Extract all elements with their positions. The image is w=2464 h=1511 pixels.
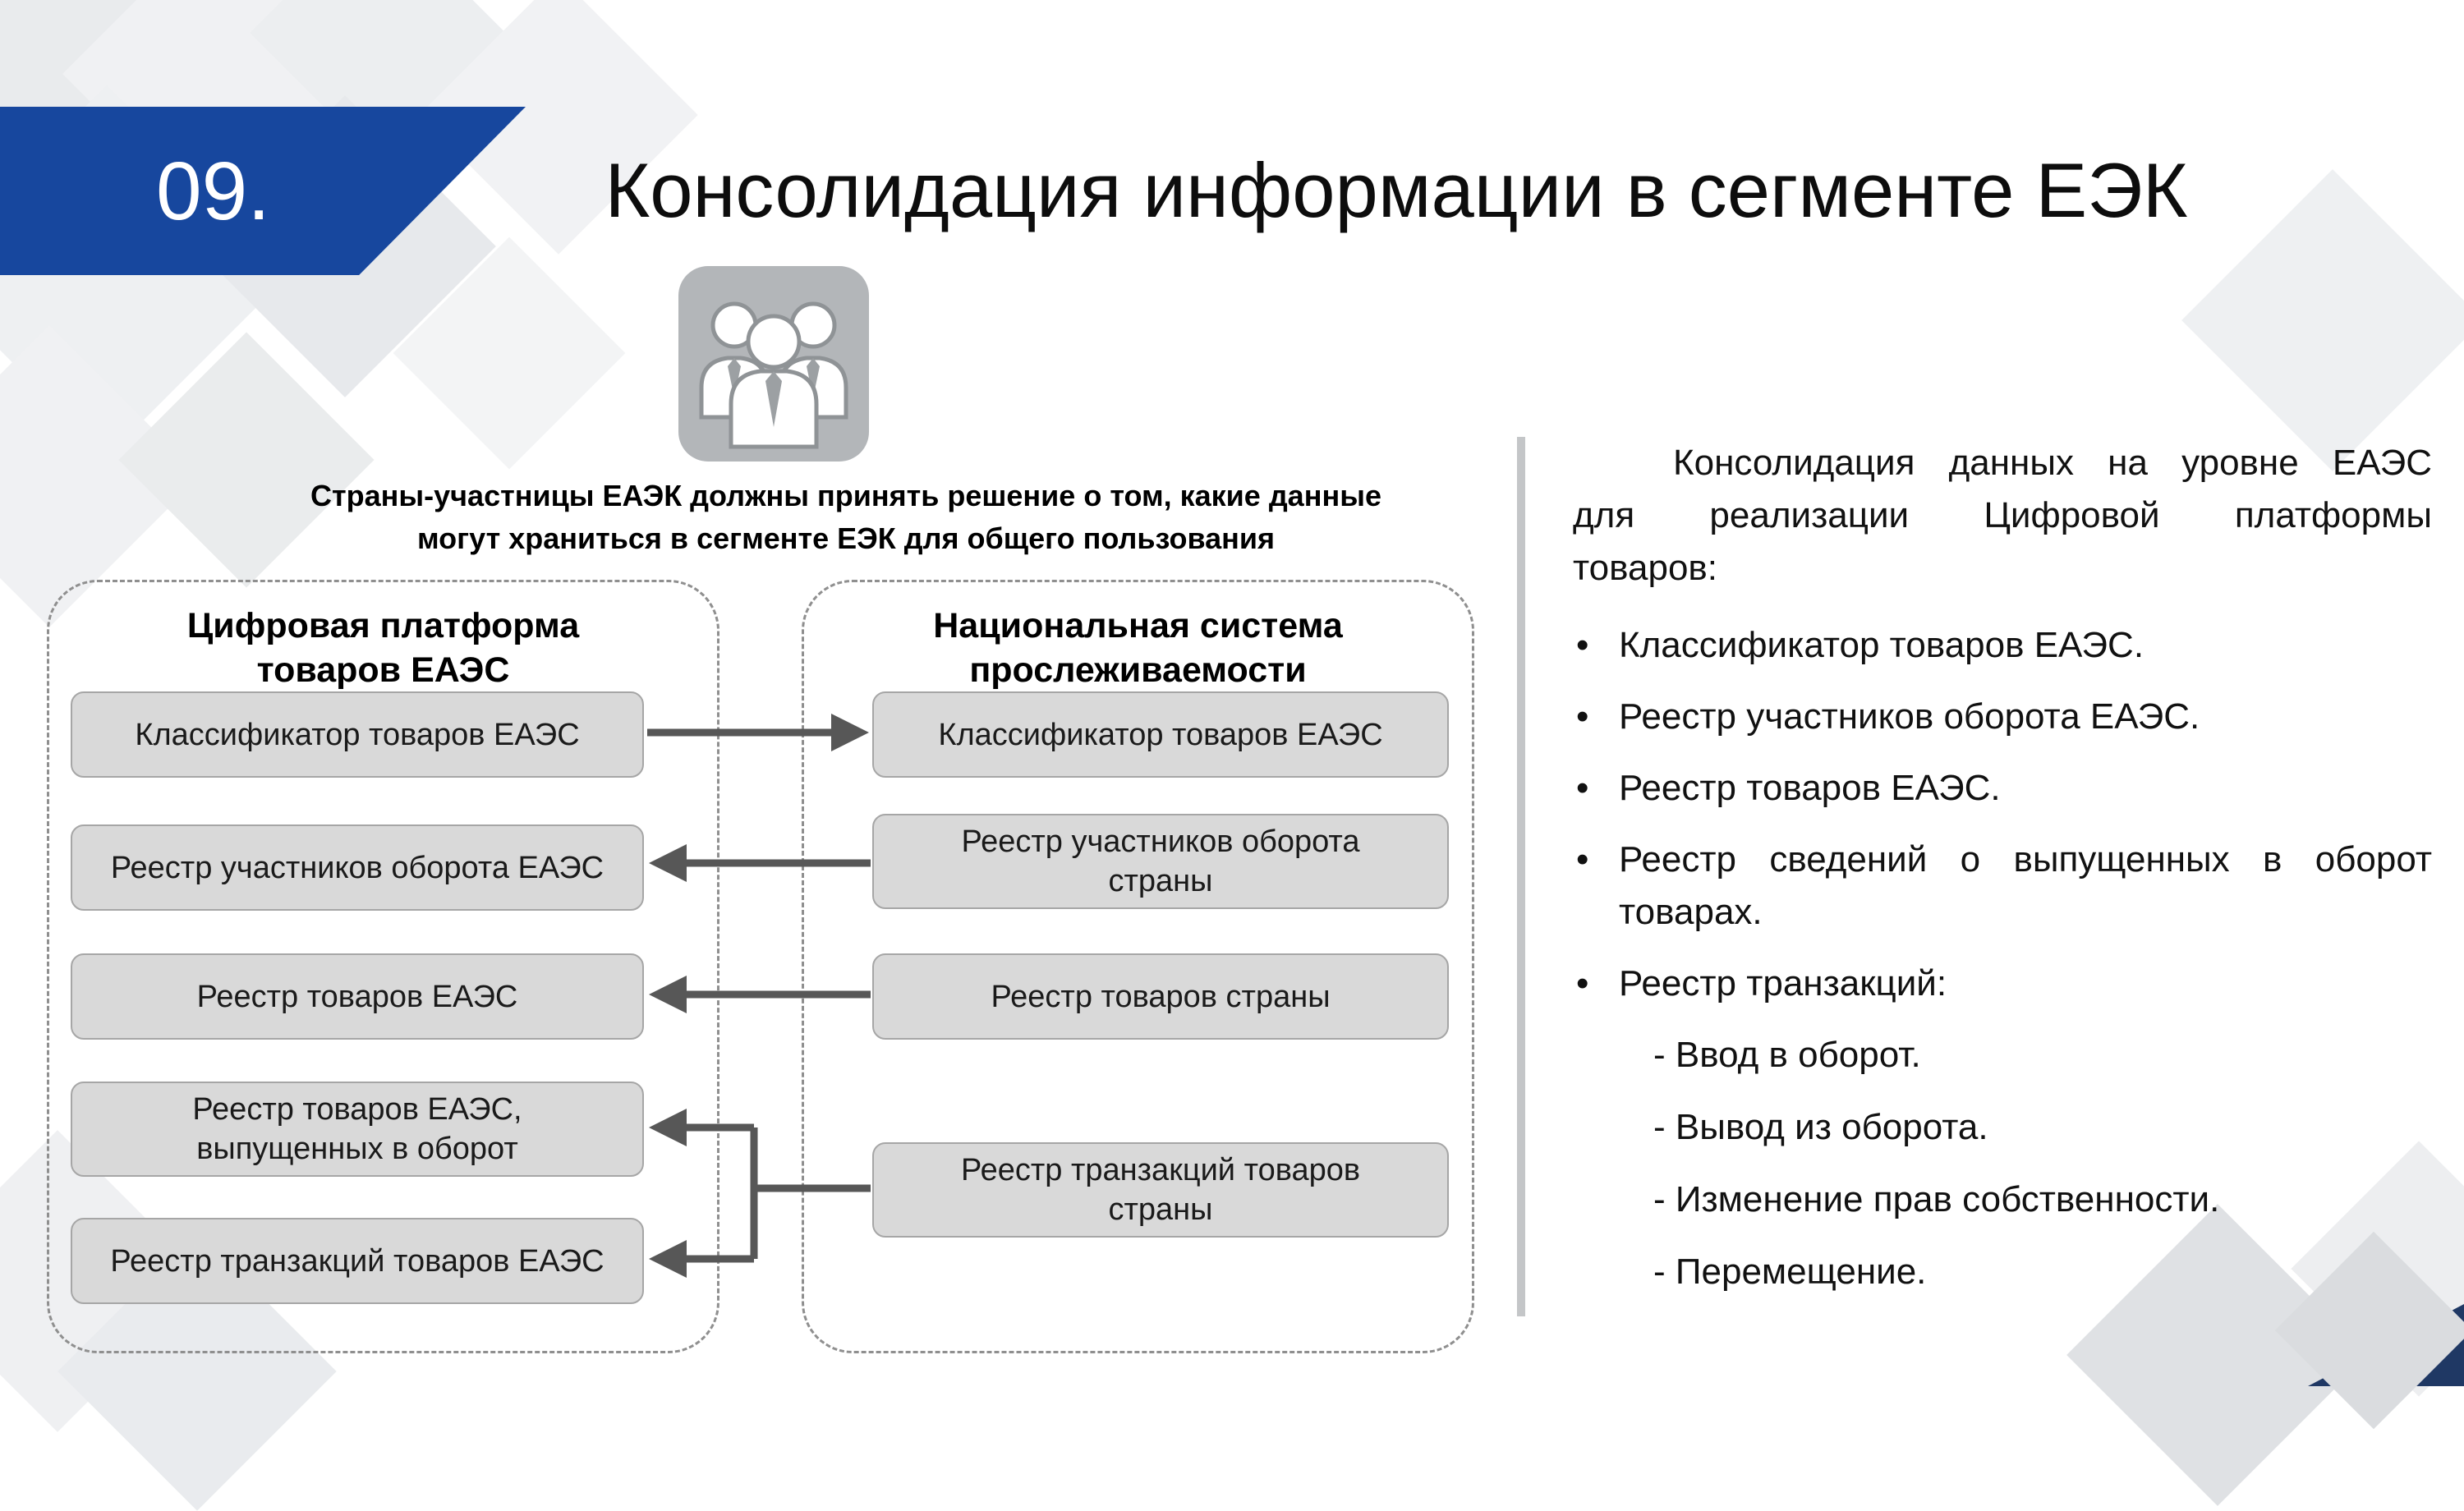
- bullet-text: Реестр товаров ЕАЭС.: [1619, 768, 2001, 808]
- bullet-marker: •: [1576, 839, 1589, 880]
- sub-item: - Вывод из оборота.: [1653, 1107, 1988, 1147]
- paragraph-line: Консолидация данных на уровне ЕАЭС: [1673, 443, 2432, 483]
- box-right-classifier: Классификатор товаров ЕАЭС: [872, 691, 1449, 778]
- people-group-icon: [678, 266, 869, 462]
- container-national-system: Национальная система прослеживаемости: [802, 580, 1474, 1353]
- box-left-released-goods-registry: Реестр товаров ЕАЭС, выпущенных в оборот: [71, 1082, 644, 1177]
- consolidation-paragraph: Консолидация данных на уровне ЕАЭС для р…: [1573, 437, 2432, 595]
- bullet-item-transactions: • Реестр транзакций:: [1573, 958, 2432, 1010]
- vertical-divider: [1517, 437, 1525, 1316]
- right-text-panel: Консолидация данных на уровне ЕАЭС для р…: [1573, 437, 2432, 1318]
- bullet-list: • Классификатор товаров ЕАЭС. • Реестр у…: [1573, 619, 2432, 1010]
- bullet-text: Реестр транзакций:: [1619, 963, 1947, 1004]
- people-group-graphic: [699, 301, 848, 449]
- bullet-text: Реестр сведений о выпущенных в оборот то…: [1619, 834, 2432, 939]
- bullet-text-line: товарах.: [1619, 892, 1763, 932]
- box-left-participants-registry: Реестр участников оборота ЕАЭС: [71, 824, 644, 911]
- box-left-classifier: Классификатор товаров ЕАЭС: [71, 691, 644, 778]
- box-right-transactions-registry: Реестр транзакций товаров страны: [872, 1142, 1449, 1238]
- box-left-goods-registry: Реестр товаров ЕАЭС: [71, 953, 644, 1040]
- bullet-text: Классификатор товаров ЕАЭС.: [1619, 625, 2145, 665]
- box-right-participants-registry: Реестр участников оборота страны: [872, 814, 1449, 909]
- intro-note: Страны-участницы ЕАЭК должны принять реш…: [310, 479, 1381, 555]
- bullet-marker: •: [1576, 963, 1589, 1004]
- bullet-item-participants: • Реестр участников оборота ЕАЭС.: [1573, 691, 2432, 743]
- sub-item: - Перемещение.: [1653, 1252, 1927, 1292]
- paragraph-line: товаров:: [1573, 548, 1718, 588]
- box-left-transactions-registry: Реестр транзакций товаров ЕАЭС: [71, 1218, 644, 1304]
- bullet-marker: •: [1576, 768, 1589, 808]
- container-title-digital-platform: Цифровая платформа товаров ЕАЭС: [186, 606, 580, 690]
- container-title-national-system: Национальная система прослеживаемости: [933, 606, 1343, 690]
- bullet-marker: •: [1576, 625, 1589, 665]
- bullet-item-released-goods: • Реестр сведений о выпущенных в оборот …: [1573, 834, 2432, 939]
- box-right-goods-registry: Реестр товаров страны: [872, 953, 1449, 1040]
- bullet-item-goods: • Реестр товаров ЕАЭС.: [1573, 762, 2432, 815]
- container-digital-platform: Цифровая платформа товаров ЕАЭС: [47, 580, 719, 1353]
- sub-item: - Ввод в оборот.: [1653, 1035, 1921, 1075]
- bullet-text: Реестр участников оборота ЕАЭС.: [1619, 696, 2200, 737]
- bullet-marker: •: [1576, 696, 1589, 737]
- transaction-sub-list: - Ввод в оборот. - Вывод из оборота. - И…: [1653, 1029, 2432, 1298]
- page-title: Консолидация информации в сегменте ЕЭК: [605, 147, 2188, 233]
- sub-item: - Изменение прав собственности.: [1653, 1179, 2220, 1219]
- bullet-text-line: Реестр сведений о выпущенных в оборот: [1619, 839, 2432, 880]
- paragraph-line: для реализации Цифровой платформы: [1573, 495, 2432, 535]
- slide-number: 09.: [156, 145, 271, 237]
- bullet-item-classifier: • Классификатор товаров ЕАЭС.: [1573, 619, 2432, 672]
